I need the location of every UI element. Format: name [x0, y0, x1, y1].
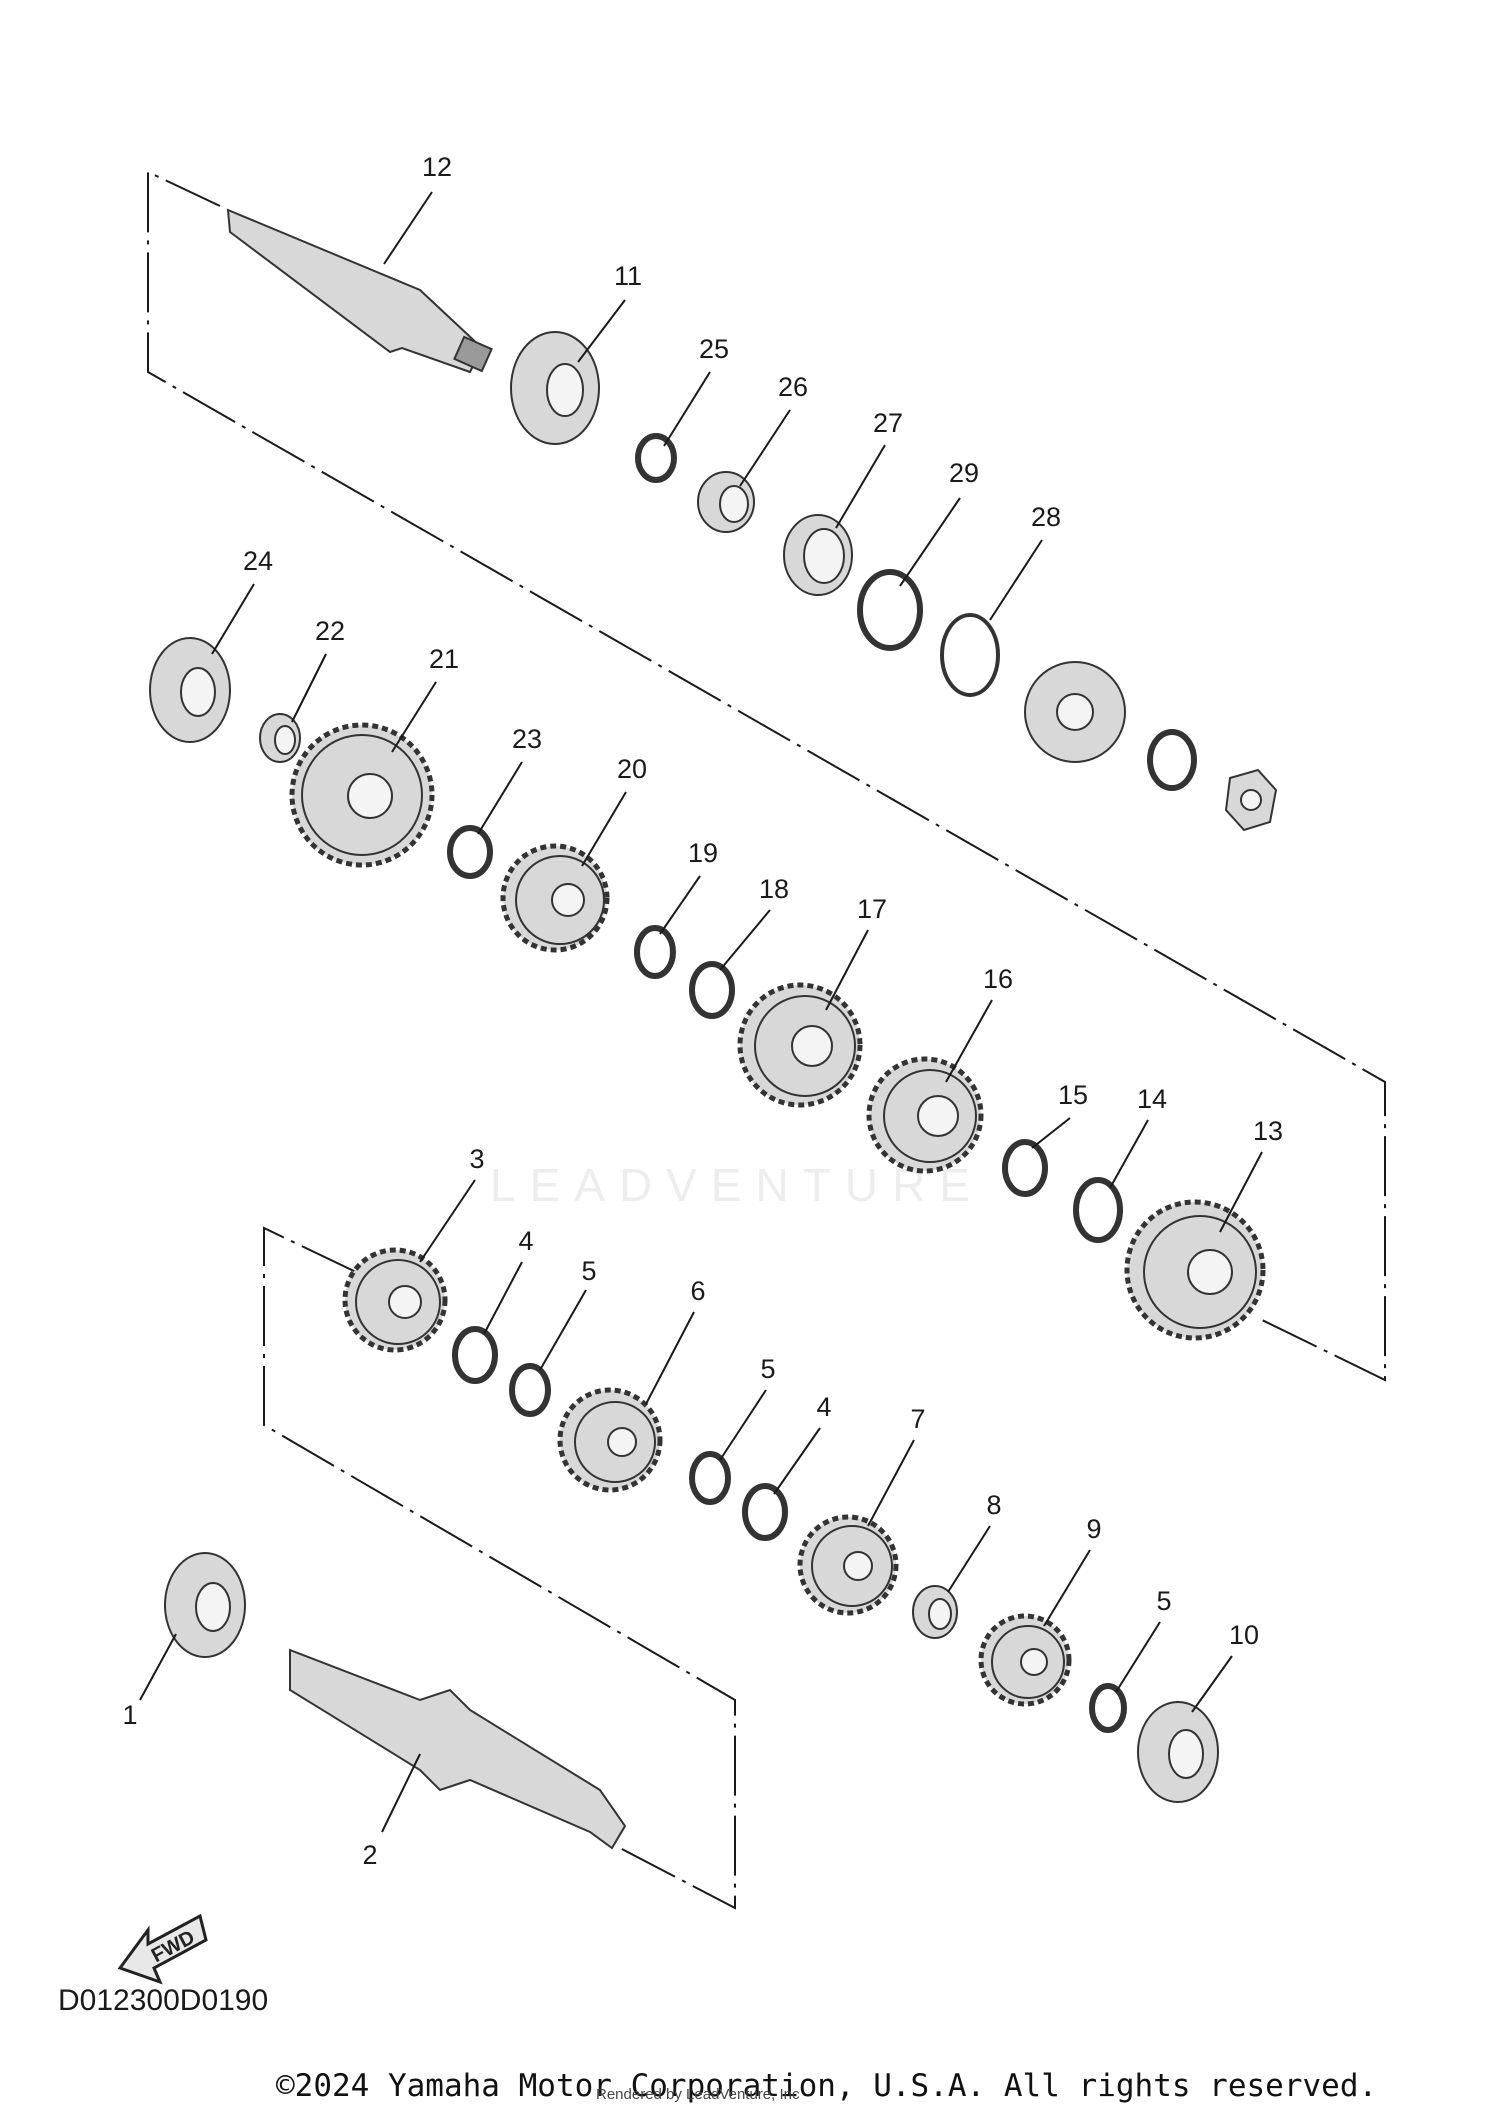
part-27-seal: [783, 514, 853, 596]
part-18-washer: [689, 961, 735, 1019]
part-5-circlip-b: [689, 1451, 731, 1505]
part-29-washer: [857, 569, 923, 651]
callout-20: 20: [617, 754, 647, 784]
callout-numbers: 12 11 25 26 27 29 28 24 22 21 23 20 19 1…: [122, 152, 1283, 1870]
part-20-gear: [500, 843, 610, 953]
part-9-gear: [978, 1613, 1072, 1707]
drawing-code: D012300D0190: [58, 1984, 269, 2017]
part-3-gear: [342, 1247, 448, 1353]
callout-22: 22: [315, 616, 345, 646]
callout-26: 26: [778, 372, 808, 402]
part-2-shaft: [289, 1648, 627, 1850]
part-6-gear: [557, 1387, 663, 1493]
part-23-washer: [447, 825, 493, 879]
callout-18: 18: [759, 874, 789, 904]
part-7-gear: [797, 1514, 899, 1616]
copyright-notice: ©2024 Yamaha Motor Corporation, U.S.A. A…: [276, 2068, 1378, 2104]
part-15-circlip: [1002, 1139, 1048, 1197]
callout-16: 16: [983, 964, 1013, 994]
nut: [1224, 768, 1278, 832]
callout-28: 28: [1031, 502, 1061, 532]
callout-29: 29: [949, 458, 979, 488]
callout-5: 5: [581, 1256, 596, 1286]
input-shaft-frame: [263, 1226, 736, 1910]
part-5-circlip: [509, 1363, 551, 1417]
callout-6: 6: [690, 1276, 705, 1306]
callout-2: 2: [362, 1840, 377, 1870]
callout-10: 10: [1229, 1620, 1259, 1650]
part-4-washer: [452, 1326, 498, 1384]
part-28-snap-ring: [940, 613, 1000, 697]
part-21-gear: [289, 722, 435, 868]
part-24-bearing: [149, 637, 231, 743]
callout-27: 27: [873, 408, 903, 438]
part-5-circlip-c: [1089, 1683, 1127, 1733]
callout-14: 14: [1137, 1084, 1167, 1114]
part-22-collar: [259, 713, 301, 763]
leader-lines: [139, 191, 1263, 1833]
callout-1: 1: [122, 1700, 137, 1730]
callout-13: 13: [1253, 1116, 1283, 1146]
watermark: LEADVENTURE: [490, 1159, 984, 1211]
output-shaft-frame: [147, 170, 1386, 1382]
callout-15: 15: [1058, 1080, 1088, 1110]
part-16-gear: [866, 1056, 984, 1174]
part-13-gear: [1124, 1199, 1266, 1341]
callout-17: 17: [857, 894, 887, 924]
callout-12: 12: [422, 152, 452, 182]
part-17-gear: [737, 982, 863, 1108]
part-12-shaft: [226, 208, 493, 374]
callout-8: 8: [986, 1490, 1001, 1520]
part-8-collar: [912, 1585, 958, 1639]
callout-7: 7: [910, 1404, 925, 1434]
callout-19: 19: [688, 838, 718, 868]
sprocket: [1024, 661, 1126, 763]
lock-washer: [1147, 729, 1197, 791]
callout-11: 11: [614, 261, 642, 291]
render-credit: Rendered by LeadVenture, Inc: [596, 2086, 800, 2103]
part-4-washer-b: [742, 1483, 788, 1541]
part-14-washer: [1073, 1177, 1123, 1243]
part-25-circlip: [635, 433, 677, 483]
callout-25: 25: [699, 334, 729, 364]
callout-24: 24: [243, 546, 273, 576]
part-19-circlip: [634, 925, 676, 979]
fwd-arrow-icon: FWD: [117, 1913, 208, 1985]
part-26-collar: [697, 471, 755, 533]
callout-21: 21: [429, 644, 459, 674]
callout-3: 3: [469, 1144, 484, 1174]
callout-4b: 4: [816, 1392, 831, 1422]
callout-4: 4: [518, 1226, 533, 1256]
part-11-bearing: [510, 331, 600, 445]
callout-23: 23: [512, 724, 542, 754]
callout-9: 9: [1086, 1514, 1101, 1544]
part-1-bearing: [164, 1552, 246, 1658]
part-10-bearing: [1137, 1701, 1219, 1803]
callout-5c: 5: [1156, 1586, 1171, 1616]
callout-5b: 5: [760, 1354, 775, 1384]
